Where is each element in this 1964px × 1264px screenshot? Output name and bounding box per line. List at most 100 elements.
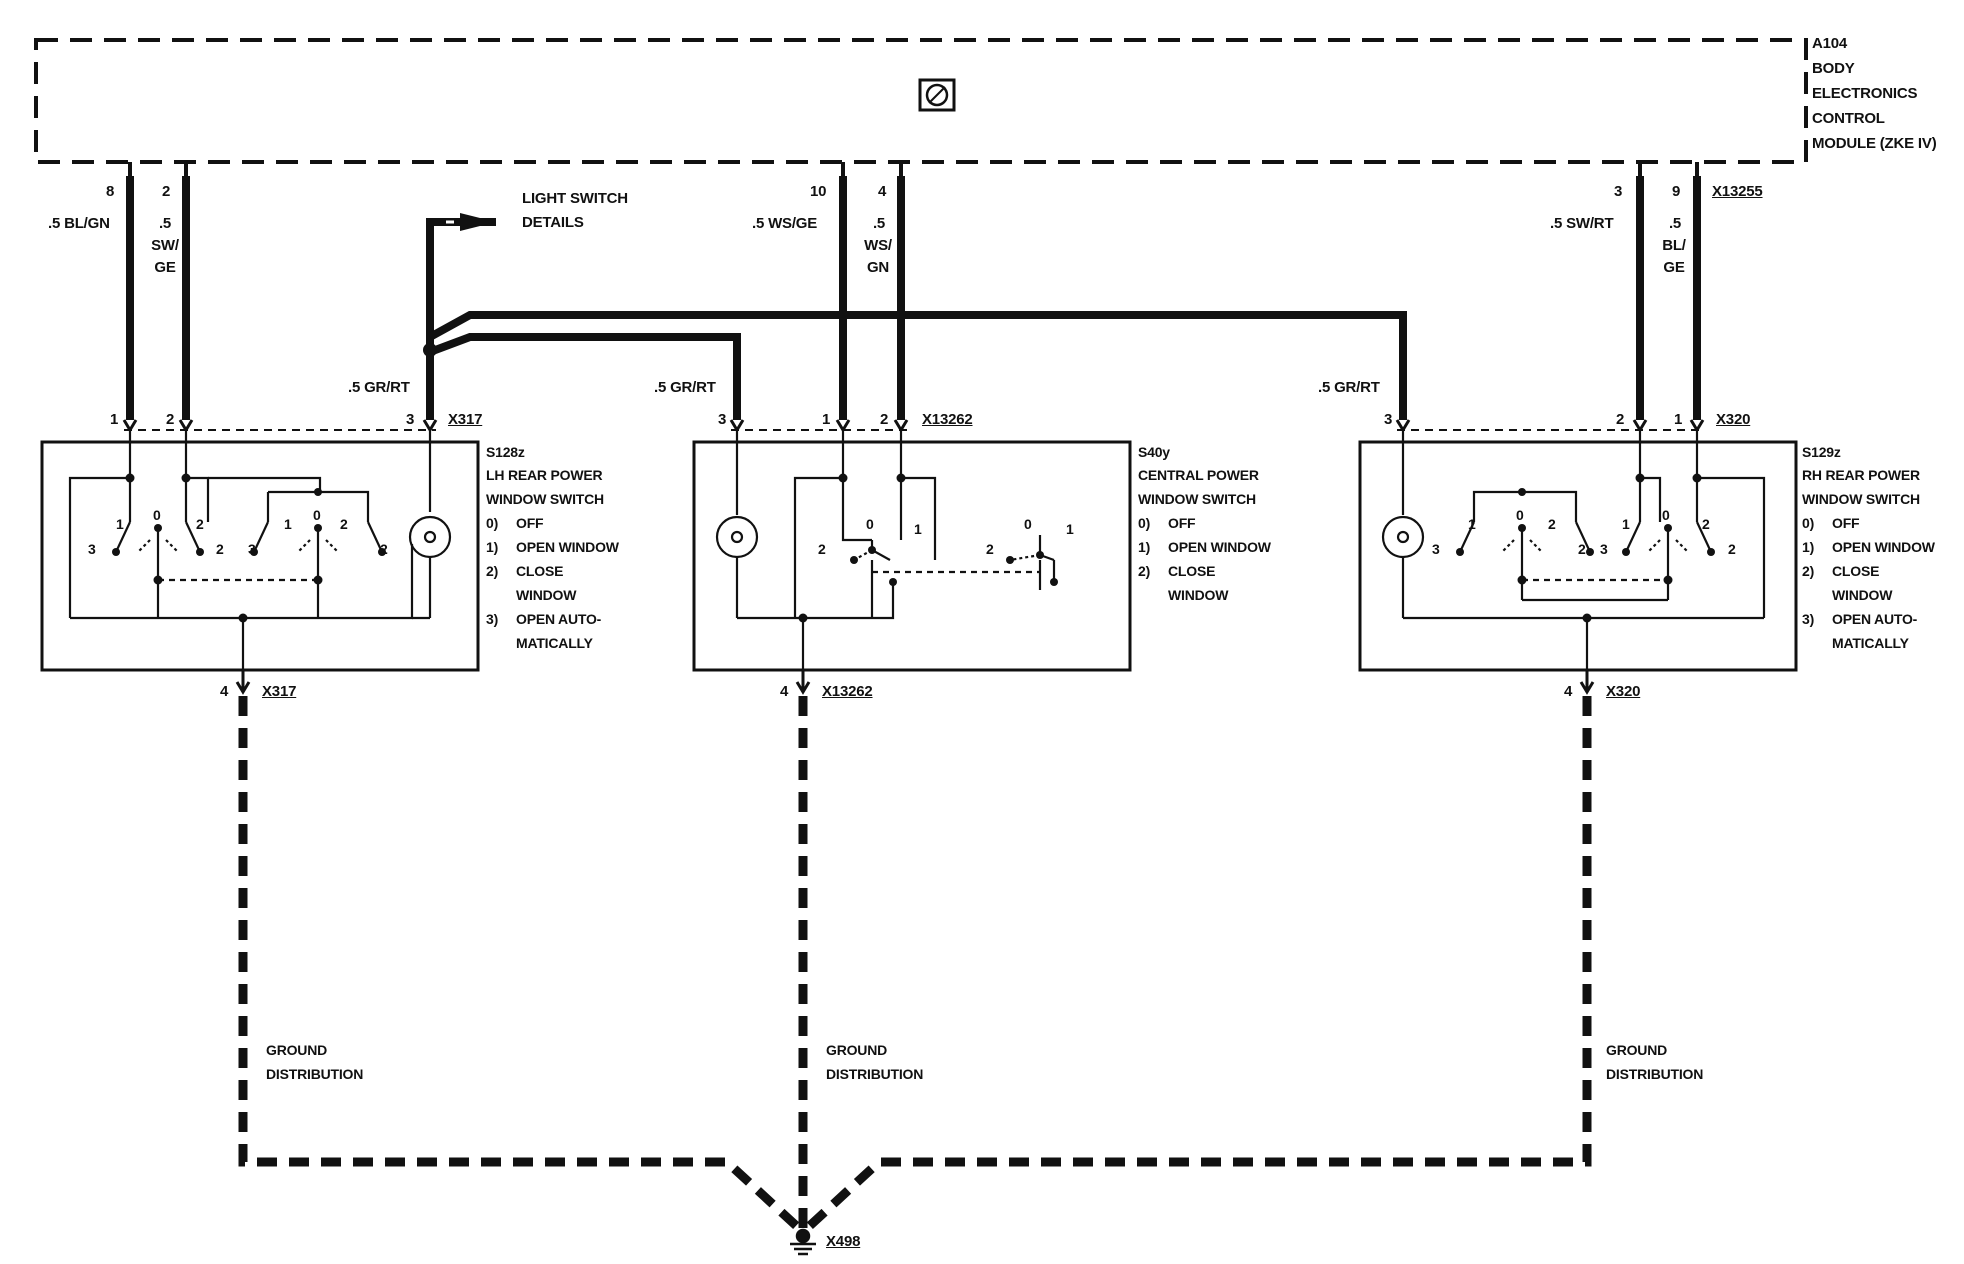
ground-label-right-1: GROUND <box>1606 1042 1668 1058</box>
connector-x13255: X13255 <box>1712 183 1763 200</box>
grrt-wires <box>426 218 1407 420</box>
center-legend-text-3: WINDOW <box>1168 587 1229 603</box>
left-connector: X317 <box>448 411 483 428</box>
center-pin-3: 3 <box>718 411 727 428</box>
center-ground-pin: 4 <box>780 683 789 700</box>
center-legend-text-1: OPEN WINDOW <box>1168 539 1271 555</box>
light-switch-note-2: DETAILS <box>522 214 584 231</box>
pin-8: 8 <box>106 183 115 200</box>
left-contact-1a: 1 <box>116 516 124 532</box>
center-legend-num-1: 1) <box>1138 539 1151 555</box>
wire-label-bl-gn: .5 BL/GN <box>48 215 110 232</box>
control-module-box <box>34 38 1808 164</box>
left-pin-2: 2 <box>166 411 175 428</box>
left-contact-0a: 0 <box>153 507 161 523</box>
wire-label-ws-gn-2: WS/ <box>864 237 892 254</box>
right-contact-0a: 0 <box>1516 507 1524 523</box>
wire-label-sw-ge-1: .5 <box>158 215 172 232</box>
wire-label-sw-ge-3: GE <box>154 259 176 276</box>
right-legend-text-5: MATICALLY <box>1832 635 1909 651</box>
center-contact-2b: 2 <box>986 541 994 557</box>
module-name-2: ELECTRONICS <box>1812 85 1918 102</box>
right-legend-text-1: OPEN WINDOW <box>1832 539 1935 555</box>
left-ground-connector: X317 <box>262 683 297 700</box>
module-pin-stubs <box>128 162 1699 176</box>
module-name-4: MODULE (ZKE IV) <box>1812 135 1937 152</box>
wire-label-bl-ge-1: .5 <box>1668 215 1682 232</box>
center-contact-1b: 1 <box>1066 521 1074 537</box>
module-id: A104 <box>1812 35 1848 52</box>
wire-label-ws-gn-1: .5 <box>872 215 886 232</box>
right-pin-3: 3 <box>1384 411 1393 428</box>
ground-label-left-1: GROUND <box>266 1042 328 1058</box>
ground-label-center-1: GROUND <box>826 1042 888 1058</box>
right-contact-3a: 3 <box>1432 541 1440 557</box>
pin-2-left: 2 <box>162 183 171 200</box>
right-pin-2: 2 <box>1616 411 1625 428</box>
ground-pin-ticks <box>235 681 1595 695</box>
left-switch-name-1: LH REAR POWER <box>486 467 603 483</box>
left-contact-3a: 3 <box>88 541 96 557</box>
switch-center-graphic <box>692 430 1132 672</box>
switch-right-graphic <box>1358 430 1798 672</box>
left-contact-0b: 0 <box>313 507 321 523</box>
right-contact-0b: 0 <box>1662 507 1670 523</box>
light-switch-note-1: LIGHT SWITCH <box>522 190 628 207</box>
pin-9: 9 <box>1672 183 1681 200</box>
left-contact-1b: 1 <box>284 516 292 532</box>
left-contact-2c: 2 <box>340 516 348 532</box>
right-pin-1: 1 <box>1674 411 1683 428</box>
left-contact-2d: 2 <box>380 541 388 557</box>
pin-10: 10 <box>810 183 827 200</box>
left-legend-text-1: OPEN WINDOW <box>516 539 619 555</box>
ground-point-x498: X498 <box>826 1233 861 1250</box>
center-legend-text-0: OFF <box>1168 515 1196 531</box>
left-legend-text-0: OFF <box>516 515 544 531</box>
left-legend-text-3: WINDOW <box>516 587 577 603</box>
center-legend-num-0: 0) <box>1138 515 1151 531</box>
ground-label-center-2: DISTRIBUTION <box>826 1066 924 1082</box>
right-connector: X320 <box>1716 411 1751 428</box>
center-switch-id: S40y <box>1138 444 1170 460</box>
center-pin-1: 1 <box>822 411 831 428</box>
center-switch-name-1: CENTRAL POWER <box>1138 467 1259 483</box>
left-pin-1: 1 <box>110 411 119 428</box>
right-ground-pin: 4 <box>1564 683 1573 700</box>
right-legend-num-0: 0) <box>1802 515 1815 531</box>
wire-label-grrt-mid: .5 GR/RT <box>654 379 716 396</box>
switch-left-graphic <box>40 430 480 672</box>
left-ground-pin: 4 <box>220 683 229 700</box>
left-pin-3: 3 <box>406 411 415 428</box>
wire-label-ws-gn-3: GN <box>866 259 890 276</box>
right-legend-text-3: WINDOW <box>1832 587 1893 603</box>
center-contact-2a: 2 <box>818 541 826 557</box>
right-contact-2d: 2 <box>1728 541 1736 557</box>
wire-label-sw-ge-2: SW/ <box>151 237 179 254</box>
switch-right-nodes <box>1456 473 1715 623</box>
right-contact-1a: 1 <box>1468 516 1476 532</box>
right-contact-2c: 2 <box>1702 516 1710 532</box>
left-legend-num-1: 1) <box>486 539 499 555</box>
pin-3-right: 3 <box>1614 183 1623 200</box>
center-ground-connector: X13262 <box>822 683 873 700</box>
right-legend-num-2: 2) <box>1802 563 1815 579</box>
module-symbol-icon <box>918 78 956 112</box>
left-legend-text-2: CLOSE <box>516 563 564 579</box>
right-contact-1b: 1 <box>1622 516 1630 532</box>
right-switch-name-2: WINDOW SWITCH <box>1802 491 1920 507</box>
left-contact-2b: 2 <box>216 541 224 557</box>
left-legend-text-4: OPEN AUTO- <box>516 611 602 627</box>
module-name-1: BODY <box>1812 60 1855 77</box>
module-name-3: CONTROL <box>1812 110 1885 127</box>
wire-label-ws-ge: .5 WS/GE <box>752 215 818 232</box>
right-legend-text-0: OFF <box>1832 515 1860 531</box>
right-switch-name-1: RH REAR POWER <box>1802 467 1920 483</box>
left-legend-num-0: 0) <box>486 515 499 531</box>
signal-wires <box>126 176 1701 420</box>
center-legend-text-2: CLOSE <box>1168 563 1216 579</box>
center-contact-0b: 0 <box>1024 516 1032 532</box>
wire-label-grrt-left: .5 GR/RT <box>348 379 410 396</box>
right-switch-id: S129z <box>1802 444 1841 460</box>
right-legend-num-4: 3) <box>1802 611 1815 627</box>
